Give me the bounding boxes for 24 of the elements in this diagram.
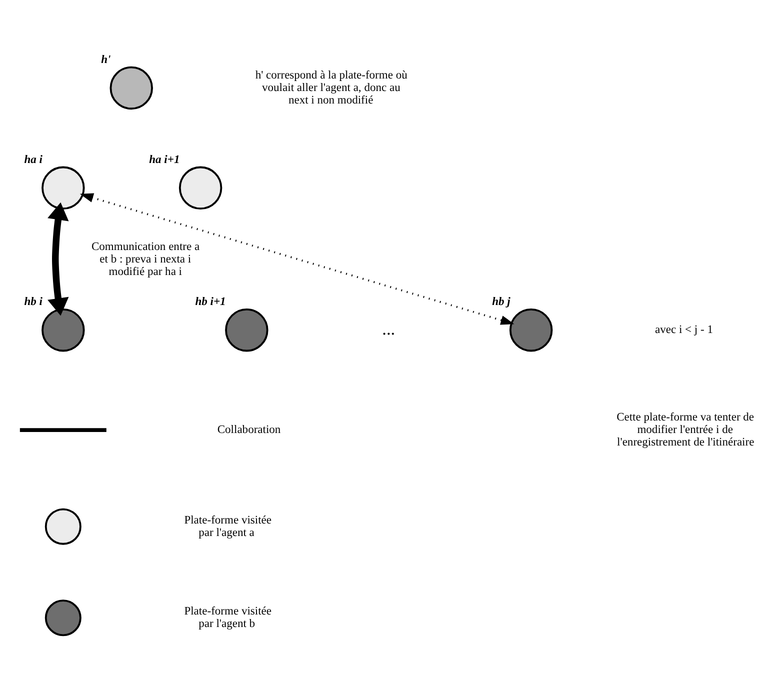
arrow: [80, 193, 514, 325]
node-label: ha i+1: [149, 154, 180, 166]
arrow: [48, 202, 69, 316]
node-circle: [42, 308, 85, 352]
label: avec i < j - 1: [655, 324, 713, 336]
node-circle: [509, 308, 553, 352]
legend-label: Plate-forme visitée par l'agent b: [184, 606, 272, 630]
node-label: ha i: [24, 154, 42, 166]
node-circle: [178, 166, 222, 210]
node-label: h': [101, 54, 111, 66]
node-circle: [225, 308, 268, 352]
edge-label: Communication entre a et b : preva i nexta i modifié par ha i: [92, 240, 200, 278]
node-label: hb i: [24, 296, 42, 308]
label: h' correspond à la plate-forme où voulait aller l'agent a, donc au next i non modifié: [255, 69, 408, 106]
node-circle: [44, 508, 82, 545]
legend-label: Collaboration: [217, 424, 281, 436]
node-circle: [42, 166, 85, 210]
node-label: hb i+1: [195, 296, 226, 308]
label: ...: [382, 319, 396, 338]
node-circle: [110, 66, 153, 110]
legend-label: Plate-forme visitée par l'agent a: [184, 514, 272, 539]
node-label: hb j: [492, 296, 510, 308]
label: Cette plate-forme va tenter de modifier l'entrée i de l'enregistrement de l'itinéraire: [616, 412, 754, 448]
node-circle: [44, 600, 82, 636]
